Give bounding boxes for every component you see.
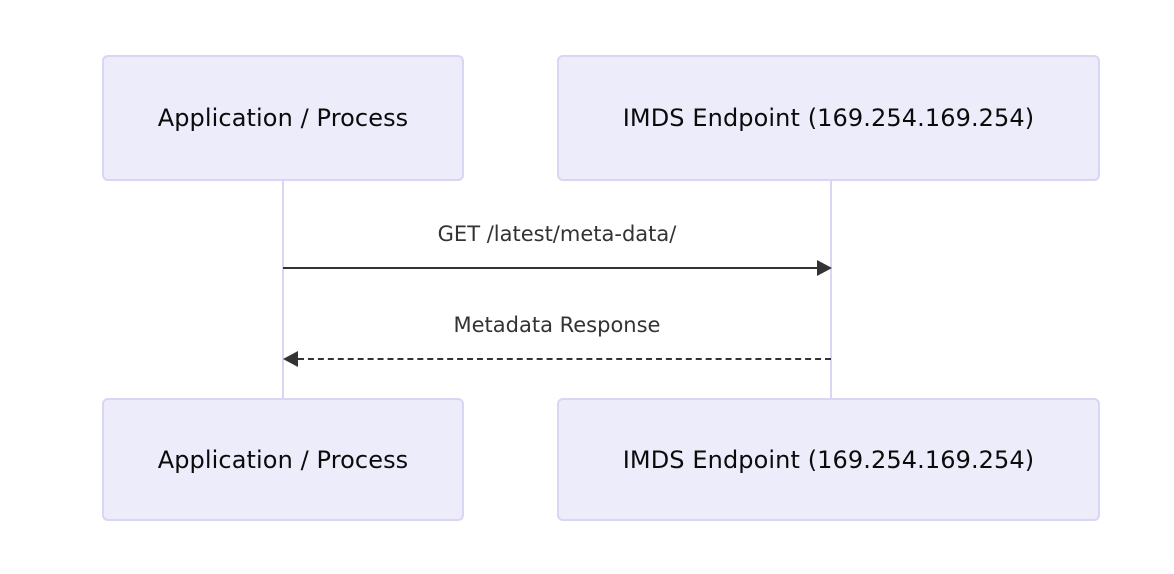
- lifeline-app: [282, 181, 284, 399]
- participant-label-imds-bottom: IMDS Endpoint (169.254.169.254): [622, 445, 1035, 474]
- message-line-request: [283, 267, 817, 269]
- participant-label-imds-top: IMDS Endpoint (169.254.169.254): [622, 104, 1035, 132]
- participant-label-app-top: Application / Process: [157, 104, 409, 132]
- participant-box-app-top[interactable]: Application / Process: [102, 55, 464, 181]
- participant-label-app-bottom: Application / Process: [157, 445, 409, 474]
- message-line-response: [298, 358, 831, 360]
- arrowhead-response-left-icon: [283, 351, 298, 367]
- message-label-request: GET /latest/meta-data/: [437, 222, 677, 246]
- lifeline-imds: [830, 181, 832, 399]
- participant-box-imds-top[interactable]: IMDS Endpoint (169.254.169.254): [557, 55, 1100, 181]
- arrowhead-request-right-icon: [817, 260, 832, 276]
- message-label-response: Metadata Response: [453, 313, 661, 337]
- participant-box-imds-bottom[interactable]: IMDS Endpoint (169.254.169.254): [557, 398, 1100, 521]
- participant-box-app-bottom[interactable]: Application / Process: [102, 398, 464, 521]
